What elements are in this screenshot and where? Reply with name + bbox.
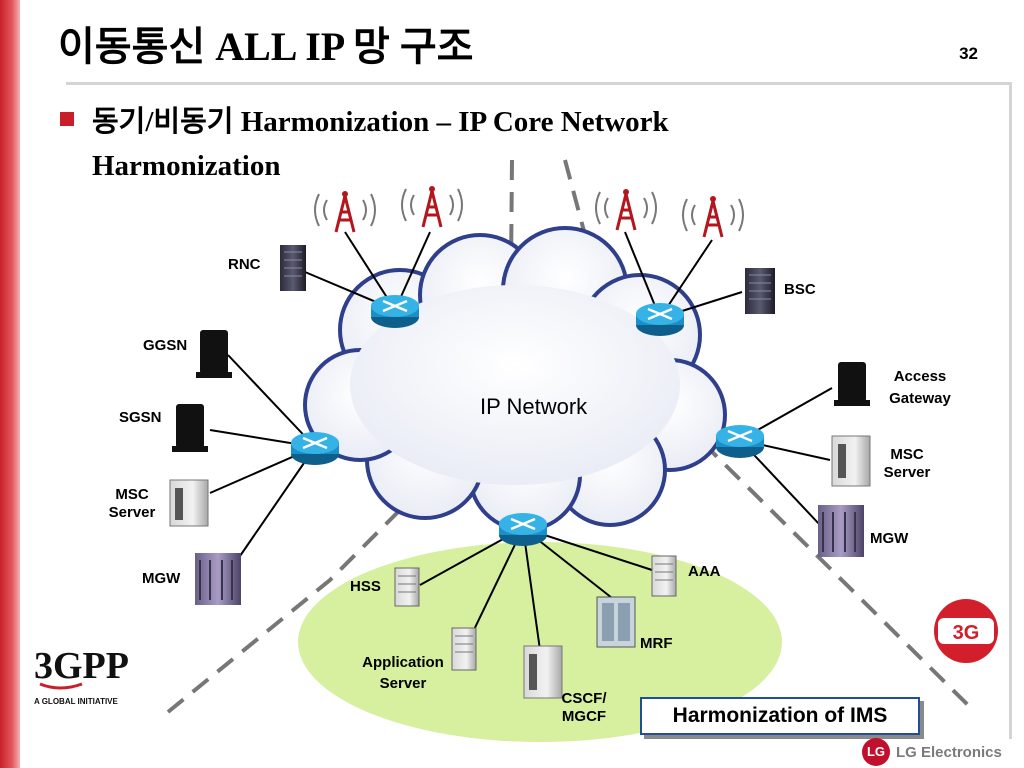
bsc-label: BSC [784, 281, 816, 298]
badge-3g-text: 3G [953, 622, 980, 644]
aaa-server-icon [651, 555, 677, 597]
hss-label: HSS [350, 578, 381, 595]
3gpp-logo: 3GPP A GLOBAL INITIATIVE [34, 645, 129, 706]
msc-server-right-label: MSC Server [883, 446, 931, 481]
rnc-server-icon [280, 245, 306, 291]
3gpp-logo-text: 3GPP [34, 645, 129, 687]
slide-title: 이동통신 ALL IP 망 구조 [58, 24, 474, 69]
bullet-text: 동기/비동기 Harmonization – IP Core Network H… [92, 106, 669, 182]
hss-server-icon [394, 567, 420, 607]
lg-mark-icon: LG [862, 738, 890, 766]
title-divider [66, 82, 1012, 85]
router-icon [291, 432, 339, 465]
bsc-server-icon [745, 268, 775, 314]
access-gateway-node-icon [834, 362, 870, 406]
cscf-mgcf-server-icon [523, 645, 563, 699]
access-gateway-label: Access Gateway [889, 368, 951, 407]
ggsn-label: GGSN [143, 337, 188, 354]
ip-network-label: IP Network [480, 394, 588, 419]
lg-logo-text: LG Electronics [896, 743, 1002, 761]
rnc-label: RNC [228, 256, 261, 273]
mrf-server-icon [596, 596, 636, 648]
left-domain-divider [166, 159, 514, 714]
left-accent-bar [0, 0, 20, 768]
mgw-right-icon [818, 505, 864, 557]
badge-3g-icon: 3G [934, 599, 998, 663]
mgw-right-label: MGW [870, 530, 909, 547]
antenna-tower-icon [401, 186, 463, 228]
bullet-square-icon [60, 112, 74, 126]
right-divider [1009, 84, 1012, 739]
router-icon [716, 425, 764, 458]
sgsn-label: SGSN [119, 409, 162, 426]
ip-network-cloud [303, 226, 727, 532]
router-icon [499, 513, 547, 546]
antenna-tower-icon [314, 191, 376, 233]
msc-server-left-label: MSC Server [108, 486, 156, 521]
ims-harmonization-caption: Harmonization of IMS [640, 697, 920, 735]
cscf-mgcf-label: CSCF/ MGCF [561, 690, 607, 725]
router-icon [371, 295, 419, 328]
antenna-tower-icon [595, 189, 657, 231]
mgw-left-label: MGW [142, 570, 181, 587]
router-icon [636, 303, 684, 336]
application-server-icon [451, 627, 477, 671]
application-server-label: Application Server [362, 654, 444, 692]
mrf-label: MRF [640, 635, 673, 652]
aaa-label: AAA [688, 563, 721, 580]
antenna-tower-icon [682, 196, 744, 238]
mgw-left-icon [195, 553, 241, 605]
lg-electronics-logo: LG LG Electronics [862, 736, 1002, 768]
page-number: 32 [959, 44, 978, 63]
3gpp-tagline: A GLOBAL INITIATIVE [34, 697, 119, 706]
sgsn-node-icon [172, 404, 208, 452]
msc-server-right-icon [831, 435, 871, 487]
ggsn-node-icon [196, 330, 232, 378]
msc-server-left-icon [169, 479, 209, 527]
